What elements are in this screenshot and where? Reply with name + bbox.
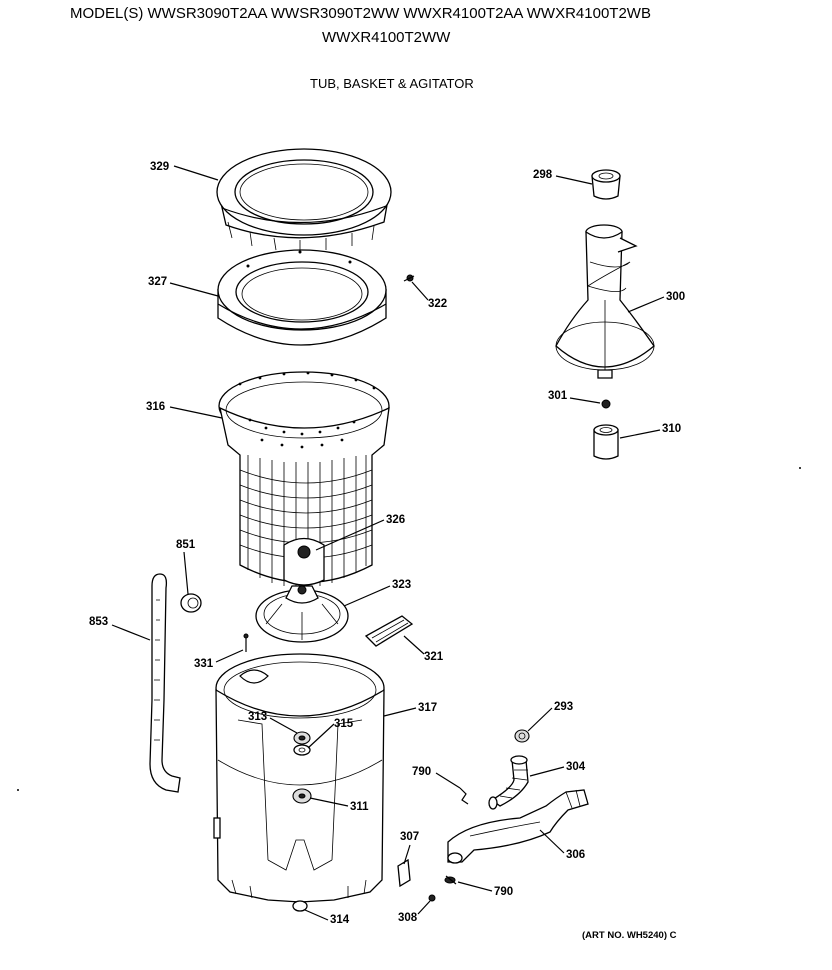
clip-icon <box>180 593 202 613</box>
callout-300: 300 <box>666 291 685 303</box>
washer-icon <box>293 744 311 756</box>
callout-317: 317 <box>418 702 437 714</box>
nut-icon <box>292 788 312 804</box>
clamp-icon <box>514 729 530 743</box>
screw-icon <box>243 633 249 652</box>
callout-298: 298 <box>533 169 553 181</box>
tub-cover-ring-icon <box>216 148 392 252</box>
callout-314: 314 <box>330 914 350 926</box>
callout-321: 321 <box>424 651 444 663</box>
washer-icon <box>292 900 308 912</box>
pump-hose-icon <box>488 755 529 810</box>
basket-icon <box>218 371 390 588</box>
coupling-icon <box>593 424 619 460</box>
callout-851: 851 <box>176 539 196 551</box>
screw-icon <box>403 274 415 282</box>
models-line-1: MODEL(S) WWSR3090T2AA WWSR3090T2WW WWXR4… <box>70 5 651 22</box>
callout-313: 313 <box>248 711 267 723</box>
callout-315: 315 <box>334 718 354 730</box>
callout-790-b: 790 <box>494 886 513 898</box>
callout-327: 327 <box>148 276 167 288</box>
callout-853: 853 <box>89 616 108 628</box>
callout-308: 308 <box>398 912 418 924</box>
callout-326: 326 <box>386 514 405 526</box>
nut-icon <box>293 731 311 745</box>
callout-301: 301 <box>548 390 568 402</box>
screw-icon <box>428 894 436 902</box>
diagram-title: TUB, BASKET & AGITATOR <box>310 76 474 91</box>
art-number: (ART NO. WH5240) C <box>582 930 677 941</box>
callout-331: 331 <box>194 658 214 670</box>
callout-323: 323 <box>392 579 411 591</box>
agitator-icon <box>555 224 655 379</box>
balance-ring-icon <box>217 249 387 346</box>
clip-icon <box>459 787 469 805</box>
bracket-icon <box>364 615 414 647</box>
callout-304: 304 <box>566 761 586 773</box>
callout-306: 306 <box>566 849 585 861</box>
tub-icon <box>213 653 385 903</box>
callout-311: 311 <box>350 801 369 813</box>
models-line-2: WWXR4100T2WW <box>322 29 451 46</box>
callout-316: 316 <box>146 401 165 413</box>
agitator-cap-icon <box>591 169 621 200</box>
nut-icon <box>601 399 611 409</box>
callout-307: 307 <box>400 831 419 843</box>
callout-790-a: 790 <box>412 766 431 778</box>
hub-icon <box>255 585 349 643</box>
callout-329: 329 <box>150 161 169 173</box>
clip-icon <box>444 875 457 885</box>
callout-310: 310 <box>662 423 681 435</box>
hose-icon <box>149 573 181 793</box>
callout-322: 322 <box>428 298 447 310</box>
callout-293: 293 <box>554 701 573 713</box>
drain-hose-icon <box>447 789 589 864</box>
